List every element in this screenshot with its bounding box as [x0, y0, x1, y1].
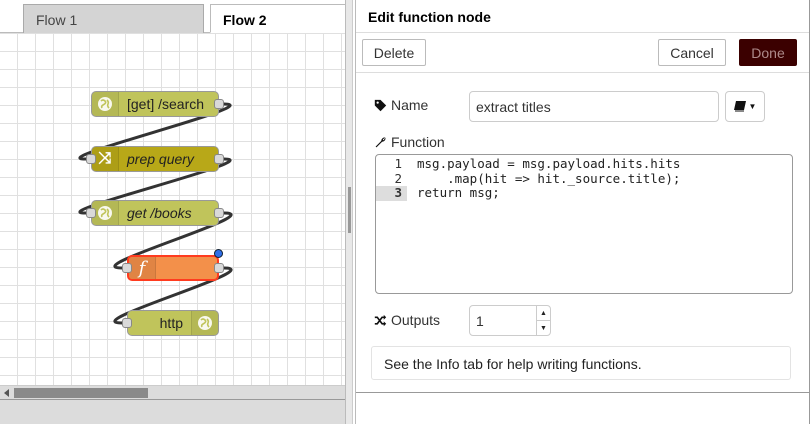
horizontal-scrollbar[interactable] [0, 385, 345, 399]
shuffle-icon: ⤨ [92, 147, 119, 171]
changed-indicator [214, 249, 223, 258]
code-line: 2 .map(hit => hit._source.title); [376, 170, 792, 187]
node-http-in[interactable]: [get] /search [91, 91, 224, 117]
globe-icon [191, 311, 218, 335]
line-number: 1 [394, 156, 402, 171]
node-label: http [159, 315, 183, 331]
outputs-stepper[interactable]: 1 ▲ ▼ [469, 305, 551, 336]
code-editor[interactable]: 1 msg.payload = msg.payload.hits.hits 2 … [375, 154, 793, 294]
line-number: 2 [394, 170, 402, 186]
function-icon: f [129, 257, 156, 279]
splitter-grip[interactable] [348, 187, 351, 233]
tab-flow-1[interactable]: Flow 1 [23, 4, 204, 33]
output-port[interactable] [214, 99, 224, 109]
name-input[interactable] [469, 91, 719, 122]
tab-flow-2[interactable]: Flow 2 [210, 4, 350, 33]
output-port[interactable] [214, 208, 224, 218]
panel-footer [356, 392, 809, 424]
node-label: get /books [127, 205, 192, 221]
function-row: Function [374, 134, 445, 150]
code-text: msg.payload = msg.payload.hits.hits [417, 156, 681, 171]
scroll-left-icon[interactable] [4, 389, 9, 397]
help-tip: See the Info tab for help writing functi… [371, 346, 791, 380]
increment-icon[interactable]: ▲ [537, 306, 550, 321]
node-change[interactable]: ⤨ prep query [86, 146, 224, 172]
flow-workspace: Flow 1 Flow 2 [get] /search ⤨ prep query [0, 0, 350, 424]
book-icon [733, 101, 746, 112]
decrement-icon[interactable]: ▼ [540, 324, 547, 332]
panel-splitter[interactable] [345, 0, 353, 424]
input-port[interactable] [122, 263, 132, 273]
outputs-value[interactable]: 1 [476, 313, 484, 329]
cancel-button[interactable]: Cancel [658, 39, 726, 66]
function-label: Function [391, 134, 445, 150]
code-text: return msg; [417, 185, 500, 200]
globe-icon [92, 92, 119, 116]
code-line: 1 msg.payload = msg.payload.hits.hits [376, 156, 792, 172]
shuffle-icon [374, 314, 387, 326]
node-function[interactable]: f [122, 249, 224, 281]
outputs-row: Outputs [374, 312, 440, 328]
globe-icon [92, 201, 119, 225]
tag-icon [374, 99, 387, 111]
code-line-active: 3 return msg; [376, 185, 792, 201]
edit-panel: Edit function node Delete Cancel Done Na… [355, 0, 810, 424]
code-text: .map(hit => hit._source.title); [417, 170, 681, 186]
output-port[interactable] [214, 263, 224, 273]
panel-toolbar: Delete Cancel Done [356, 33, 809, 73]
flow-tabs: Flow 1 Flow 2 [0, 0, 350, 33]
scrollbar-thumb[interactable] [14, 388, 148, 398]
workspace-footer [0, 399, 345, 424]
node-label: [get] /search [127, 96, 205, 112]
done-button[interactable]: Done [739, 39, 797, 66]
node-http-request[interactable]: get /books [86, 200, 224, 226]
node-label: prep query [127, 151, 194, 167]
spinner: ▲ ▼ [536, 306, 550, 335]
library-button[interactable]: ▼ [725, 91, 765, 122]
input-port[interactable] [122, 318, 132, 328]
input-port[interactable] [86, 208, 96, 218]
output-port[interactable] [214, 154, 224, 164]
panel-title: Edit function node [356, 0, 809, 33]
delete-button[interactable]: Delete [362, 39, 426, 66]
name-row: Name [374, 97, 428, 113]
line-number: 3 [376, 185, 407, 201]
caret-down-icon: ▼ [748, 102, 757, 111]
node-http-response[interactable]: http [122, 310, 219, 336]
input-port[interactable] [86, 154, 96, 164]
name-label: Name [391, 97, 429, 113]
outputs-label: Outputs [391, 312, 441, 328]
wrench-icon [375, 137, 386, 147]
